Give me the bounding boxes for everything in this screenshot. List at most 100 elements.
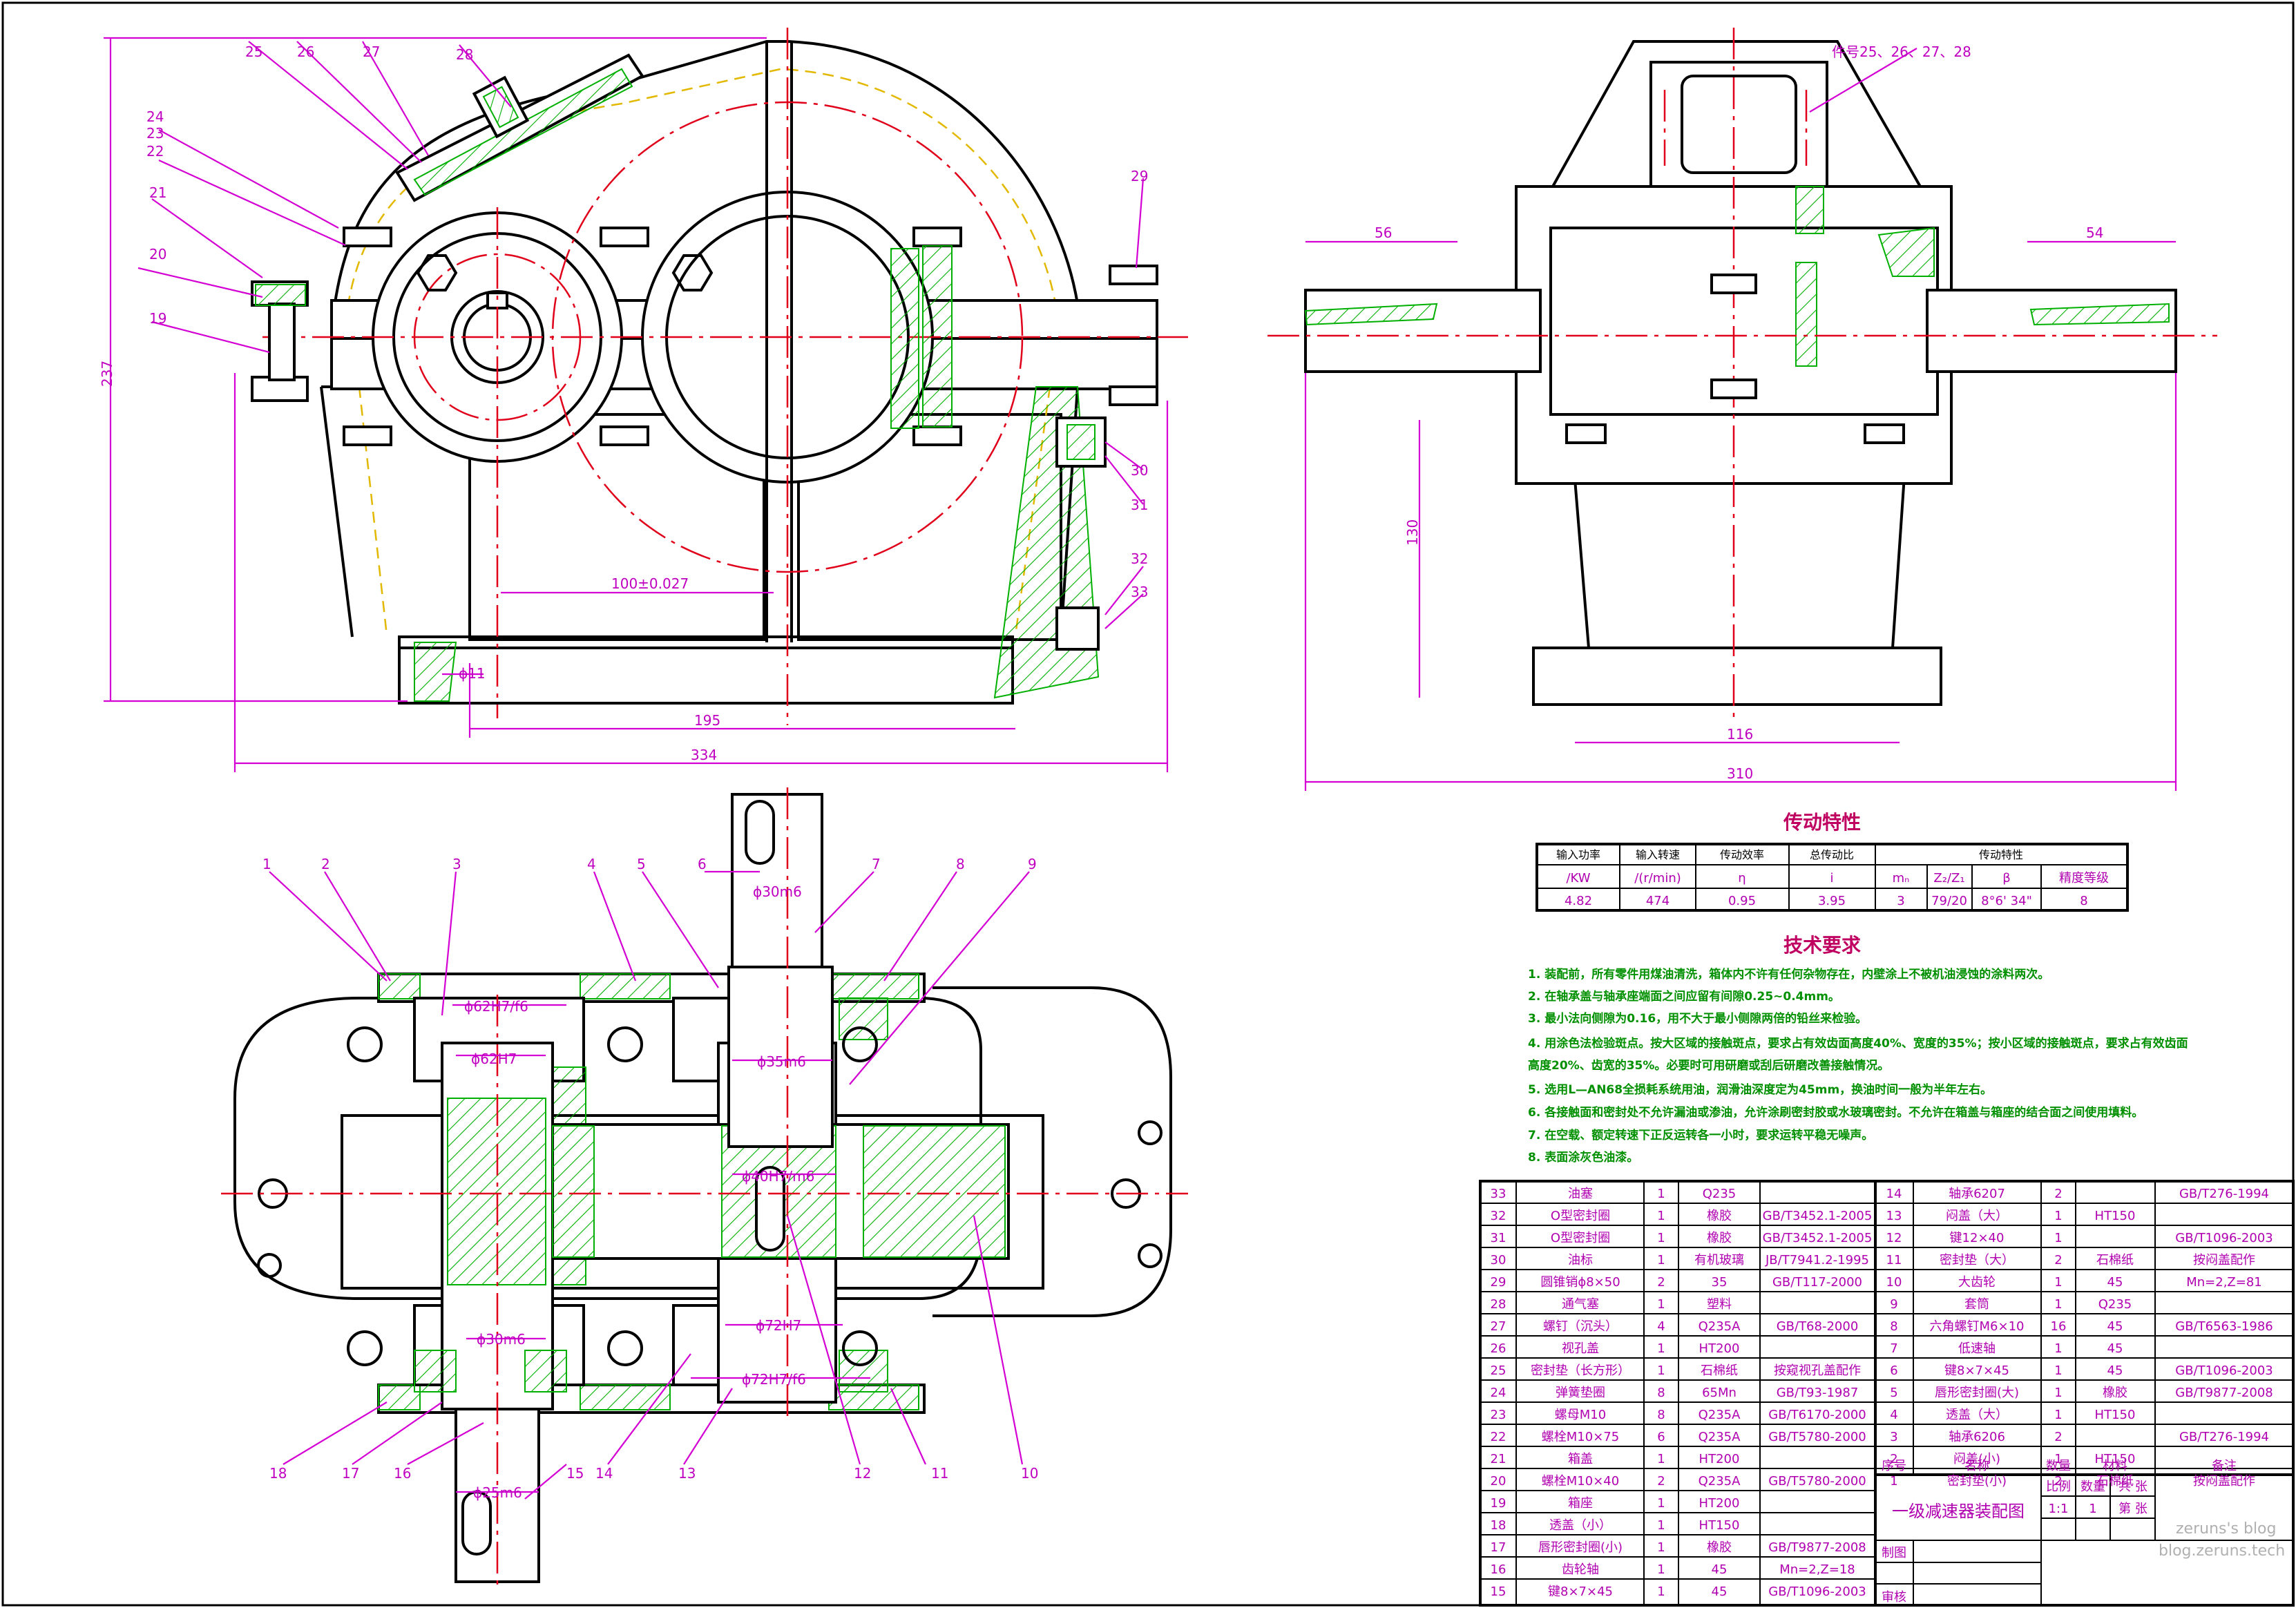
bom-cell: 1 [1657,1562,1665,1577]
dim-hole: ϕ11 [459,665,486,682]
characteristics-table [1536,843,2129,912]
bom-cell: 5 [1890,1386,1897,1400]
char-unit: /KW [1566,871,1590,886]
dim-overall: 334 [691,747,717,763]
bom-cell: 15 [1491,1585,1506,1599]
bom-cell: GB/T6563-1986 [2175,1319,2273,1334]
bom-cell: Q235A [1699,1430,1741,1444]
bom-cell: 6 [1657,1430,1665,1444]
bom-cell: 1 [1890,1474,1897,1489]
tech-item: 5. 选用L—AN68全损耗系统用油，润滑油深度定为45mm，换油时间一般为半年… [1528,1082,1992,1097]
bom-cell: 螺母M10 [1555,1408,1606,1422]
bom-cell: 3 [1890,1430,1897,1444]
leader-label: 6 [698,856,707,872]
bom-cell: 28 [1491,1297,1506,1312]
leader-label: 33 [1131,584,1148,600]
characteristics-text: 传动特性 输入功率 输入转速 传动效率 总传动比 传动特性 /KW /(r/mi… [1556,811,2109,908]
bom-cell: GB/T5780-2000 [1768,1430,1866,1444]
dim-side-height: 130 [1404,519,1421,546]
bom-cell: 齿轮轴 [1562,1562,1599,1577]
char-unit: i [1830,871,1833,886]
bom-cell: GB/T6170-2000 [1768,1408,1866,1422]
char-unit: mₙ [1893,871,1910,886]
leader-label: 25 [245,44,262,60]
fit-label: ϕ25m6 [473,1484,522,1501]
bom-cell: 箱盖 [1568,1452,1593,1466]
bom-cell: 键8×7×45 [1944,1363,2009,1378]
bom-cell: HT150 [2095,1452,2136,1466]
bom-cell: 轴承6207 [1949,1187,2005,1201]
scale-label: 比例 [2046,1480,2071,1494]
bom-cell: 45 [1712,1562,1728,1577]
char-value: 79/20 [1931,894,1967,908]
leader-label: 24 [146,108,164,125]
dim-center-distance: 100±0.027 [611,575,689,592]
bom-cell: 27 [1491,1319,1506,1334]
front-dimensions: 237 100±0.027 ϕ11 195 334 [99,361,720,763]
dim-left-ext: 56 [1375,224,1392,241]
title-block: 一级减速器装配图 比例 数量 1:1 1 共 张 第 张 制图 审核 [1882,1480,2147,1605]
bom-cell: 18 [1491,1518,1506,1533]
leader-label: 26 [297,44,314,60]
bom-cell: Q235A [1699,1474,1741,1489]
scale-value: 1:1 [2049,1502,2069,1516]
bom-cell: 2 [2054,1253,2062,1267]
leader-label: 18 [269,1465,287,1482]
watermark-line: blog.zeruns.tech [2159,1542,2285,1560]
dim-foot: 116 [1727,726,1753,743]
char-header: 传动效率 [1720,848,1764,861]
side-dimensions: 56 54 130 116 310 件号25、26、27、28 [1375,44,2103,782]
bom-cell: GB/T9877-2008 [2175,1386,2273,1400]
leader-label: 7 [872,856,881,872]
bom-cell: 45 [1712,1585,1728,1599]
bom-cell: 橡胶 [1707,1540,1732,1555]
bom-cell: 1 [1657,1253,1665,1267]
bom-cell: 1 [1657,1452,1665,1466]
leader-label: 12 [854,1465,871,1482]
bom-cell: 13 [1886,1209,1902,1223]
bom-cell: 唇形密封圈(小) [1538,1540,1623,1555]
leader-label: 20 [149,246,166,262]
bom-cell: 20 [1491,1474,1506,1489]
bom-cell: 12 [1886,1231,1902,1245]
char-unit: /(r/min) [1634,871,1681,886]
bom-cell: 1 [2054,1341,2062,1356]
bom-cell: 1 [1657,1518,1665,1533]
fit-label: ϕ62H7 [471,1051,517,1067]
bom-row-lines [1480,1203,2293,1580]
bom-cell: 25 [1491,1363,1506,1378]
leader-label: 11 [931,1465,948,1482]
bom-cell: 通气塞 [1562,1297,1599,1312]
bom-cell: Mn=2,Z=81 [2186,1275,2262,1290]
bom-cell: 闷盖(小) [1953,1452,2000,1466]
bom-cell: 2 [1657,1275,1665,1290]
tech-item: 1. 装配前，所有零件用煤油清洗，箱体内不许有任何杂物存在，内壁涂上不被机油浸蚀… [1528,967,2049,982]
bom-cell: 2 [2054,1430,2062,1444]
bom-cell: 31 [1491,1231,1506,1245]
bom-cell: 塑料 [1707,1297,1732,1312]
bom-cell: 23 [1491,1408,1506,1422]
leader-label: 23 [146,125,164,142]
tech-item: 8. 表面涂灰色油漆。 [1528,1150,1638,1165]
bom-cell: 石棉纸 [1701,1363,1738,1378]
bom-cell: 橡胶 [2103,1386,2127,1400]
fit-label: ϕ72H7/f6 [742,1371,806,1388]
bom-cell: 11 [1886,1253,1902,1267]
dim-height: 237 [99,361,115,387]
bom-cell: 19 [1491,1496,1506,1511]
technical-requirements: 技术要求 1. 装配前，所有零件用煤油清洗，箱体内不许有任何杂物存在，内壁涂上不… [1528,934,2188,1165]
bom-cell: 45 [2107,1319,2123,1334]
bom-cell: 35 [1712,1275,1728,1290]
bom-cell: GB/T9877-2008 [1768,1540,1866,1555]
bom-cell: Q235A [1699,1408,1741,1422]
bom-cell: 螺栓M10×40 [1542,1474,1619,1489]
bom-cell: 1 [1657,1341,1665,1356]
bom-cell: 45 [2107,1363,2123,1378]
front-leaders: 25 26 27 28 24 23 22 21 20 19 29 30 31 3… [146,44,1148,600]
leader-label: 4 [587,856,596,872]
bom-cell: 闷盖（大） [1946,1209,2008,1223]
watermark-line: zeruns's blog [2176,1520,2276,1538]
leader-label: 22 [146,143,164,160]
bom-cell: 2 [2054,1474,2062,1489]
leader-label: 30 [1131,462,1148,479]
